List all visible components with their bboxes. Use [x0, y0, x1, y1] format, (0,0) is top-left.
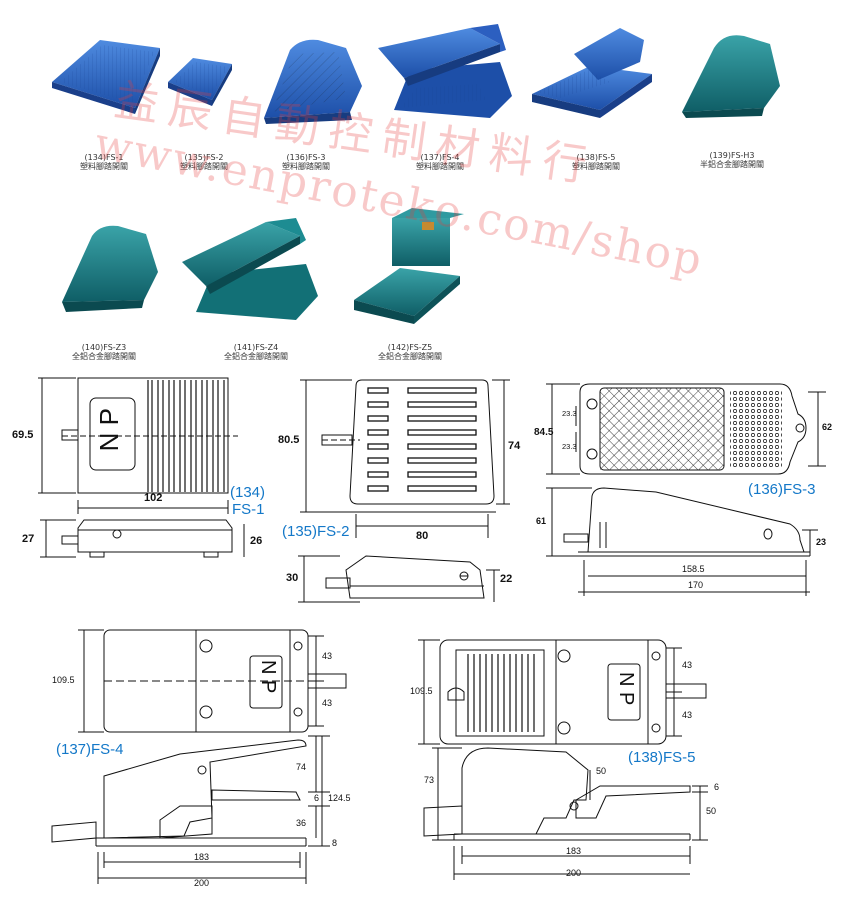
- fs1-label-model: FS-1: [232, 501, 265, 518]
- fs3-dim-height: 84.5: [534, 427, 554, 438]
- caption-desc: 全鋁合金腳踏開關: [378, 352, 442, 361]
- fs4-dim-pedal-h: 74: [296, 762, 307, 772]
- fs3-dim-width: 170: [688, 580, 704, 590]
- fs4-dim-half-b: 43: [322, 698, 333, 708]
- fs4-label: (137)FS-4: [56, 741, 124, 758]
- fs2-dim-inner-h: 74: [508, 440, 521, 452]
- fs3-dim-inner-w: 158.5: [682, 564, 705, 574]
- caption-desc: 全鋁合金腳踏開關: [224, 352, 288, 361]
- fs5-dim-half-b: 43: [682, 710, 693, 720]
- fs4-dim-base-h: 8: [332, 838, 338, 848]
- photo-fs-z4: [182, 218, 318, 320]
- caption-model: (139)FS-H3: [709, 151, 755, 160]
- photo-fs-2: [168, 58, 232, 106]
- drawing-lines: [38, 377, 826, 884]
- caption-desc: 塑料腳踏開關: [282, 162, 330, 171]
- fs5-dim-step: 6: [714, 782, 720, 792]
- caption-model: (134)FS-1: [84, 153, 124, 162]
- caption-model: (142)FS-Z5: [387, 343, 433, 352]
- fs1-dim-height: 69.5: [12, 429, 34, 441]
- fs5-dim-cover-h: 50: [596, 766, 607, 776]
- caption-fs-z3: (140)FS-Z3 全鋁合金腳踏開關: [62, 343, 146, 361]
- caption-fs-z5: (142)FS-Z5 全鋁合金腳踏開關: [368, 343, 452, 361]
- photo-fs-z3: [62, 225, 158, 312]
- fs4-dim-low-h: 36: [296, 818, 307, 828]
- fs3-dim-small-a: 23.3: [562, 409, 577, 418]
- caption-desc: 半鋁合金腳踏開關: [700, 160, 764, 169]
- fs4-plate-text: N P: [257, 660, 279, 694]
- fs3-dim-right-h: 62: [822, 422, 833, 432]
- caption-fs-h3: (139)FS-H3 半鋁合金腳踏開關: [692, 151, 772, 169]
- fs1-plate-text: N P: [94, 408, 124, 452]
- fs5-dim-half-a: 43: [682, 660, 693, 670]
- fs5-plate-text: N P: [615, 672, 637, 706]
- caption-fs-3: (136)FS-3 塑料腳踏開關: [276, 153, 336, 171]
- caption-fs-1: (134)FS-1 塑料腳踏開關: [74, 153, 134, 171]
- fs5-dim-width: 200: [566, 868, 582, 878]
- caption-desc: 塑料腳踏開關: [80, 162, 128, 171]
- fs4-dim-width: 200: [194, 878, 210, 888]
- fs1-dim-side-h2: 26: [250, 535, 263, 547]
- fs4-dim-step: 6: [314, 793, 320, 803]
- fs3-dim-side-low: 23: [816, 537, 827, 547]
- fs2-dim-height: 80.5: [278, 434, 300, 446]
- fs4-dim-inner-w: 183: [194, 852, 210, 862]
- fs3-dim-side-h: 61: [536, 516, 547, 526]
- photo-fs-3: [264, 39, 362, 124]
- fs5-dim-height: 109.5: [410, 686, 433, 696]
- fs4-dim-height: 109.5: [52, 675, 75, 685]
- fs5-dim-right-h: 50: [706, 806, 717, 816]
- fs1-dim-width: 102: [144, 492, 163, 504]
- fs2-dim-side-h1: 30: [286, 572, 299, 584]
- caption-model: (140)FS-Z3: [81, 343, 127, 352]
- caption-desc: 塑料腳踏開關: [180, 162, 228, 171]
- fs3-label: (136)FS-3: [748, 481, 816, 498]
- caption-fs-5: (138)FS-5 塑料腳踏開關: [566, 153, 626, 171]
- photo-fs-z5: [354, 208, 464, 324]
- caption-model: (138)FS-5: [576, 153, 616, 162]
- fs3-dim-small-b: 23.3: [562, 442, 577, 451]
- caption-desc: 塑料腳踏開關: [572, 162, 620, 171]
- caption-desc: 塑料腳踏開關: [416, 162, 464, 171]
- caption-model: (141)FS-Z4: [233, 343, 279, 352]
- fs2-label: (135)FS-2: [282, 523, 350, 540]
- fs1-label-number: (134): [230, 484, 266, 501]
- fs5-label: (138)FS-5: [628, 749, 696, 766]
- fs5-dim-inner-w: 183: [566, 846, 582, 856]
- fs5-dim-side-h: 73: [424, 775, 435, 785]
- caption-fs-2: (135)FS-2 塑料腳踏開關: [174, 153, 234, 171]
- caption-fs-4: (137)FS-4 塑料腳踏開關: [410, 153, 470, 171]
- caption-model: (135)FS-2: [184, 153, 224, 162]
- caption-fs-z4: (141)FS-Z4 全鋁合金腳踏開關: [214, 343, 298, 361]
- fs2-dim-side-h2: 22: [500, 573, 513, 585]
- caption-desc: 全鋁合金腳踏開關: [72, 352, 136, 361]
- photo-fs-4: [378, 24, 512, 118]
- fs1-dim-side-h1: 27: [22, 533, 35, 545]
- fs4-dim-total-h: 124.5: [328, 793, 351, 803]
- caption-model: (136)FS-3: [286, 153, 326, 162]
- caption-model: (137)FS-4: [420, 153, 460, 162]
- photo-fs-1: [52, 40, 160, 114]
- fs4-dim-half-a: 43: [322, 651, 333, 661]
- photo-fs-5: [532, 28, 652, 118]
- photo-fs-h3: [682, 35, 780, 118]
- fs2-dim-width: 80: [416, 530, 429, 542]
